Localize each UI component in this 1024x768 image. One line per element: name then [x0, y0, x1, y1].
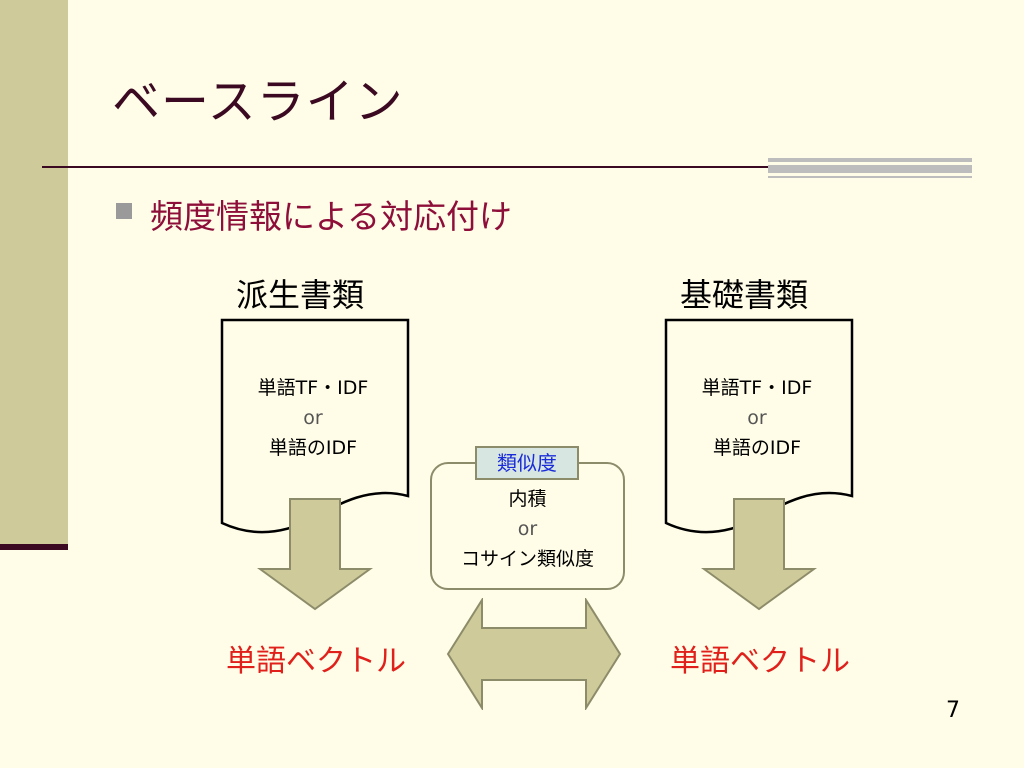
- left-doc-or: or: [303, 407, 323, 429]
- bullet-text: 頻度情報による対応付け: [150, 197, 513, 236]
- similarity-box: [430, 462, 625, 590]
- similarity-line1: 内積: [508, 488, 547, 510]
- left-decor-bar: [0, 0, 68, 548]
- similarity-text: 内積 or コサイン類似度: [430, 484, 625, 574]
- similarity-or: or: [517, 518, 538, 540]
- double-headed-arrow-icon: [446, 598, 622, 710]
- left-doc-text: 単語TF・IDF or 単語のIDF: [220, 373, 406, 463]
- left-document-shape: 単語TF・IDF or 単語のIDF: [220, 318, 410, 534]
- left-decor-bar-cap: [0, 544, 68, 550]
- similarity-line3: コサイン類似度: [460, 548, 594, 570]
- title-divider-accent: [768, 158, 972, 178]
- slide-title: ベースライン: [112, 74, 404, 130]
- right-doc-text: 単語TF・IDF or 単語のIDF: [664, 373, 850, 463]
- right-doc-line1: 単語TF・IDF: [701, 377, 813, 399]
- page-number: 7: [946, 698, 960, 723]
- left-doc-title: 派生書類: [236, 276, 365, 314]
- right-doc-title: 基礎書類: [680, 276, 809, 314]
- title-divider: [42, 166, 972, 168]
- left-down-arrow-icon: [257, 498, 373, 611]
- left-result-label: 単語ベクトル: [226, 644, 406, 679]
- right-doc-or: or: [747, 407, 767, 429]
- similarity-tag: 類似度: [475, 446, 579, 480]
- bullet-square-icon: [116, 203, 132, 219]
- right-result-label: 単語ベクトル: [670, 644, 850, 679]
- right-down-arrow-icon: [701, 498, 817, 611]
- right-doc-line3: 単語のIDF: [712, 437, 802, 459]
- left-doc-line1: 単語TF・IDF: [257, 377, 369, 399]
- left-doc-line3: 単語のIDF: [268, 437, 358, 459]
